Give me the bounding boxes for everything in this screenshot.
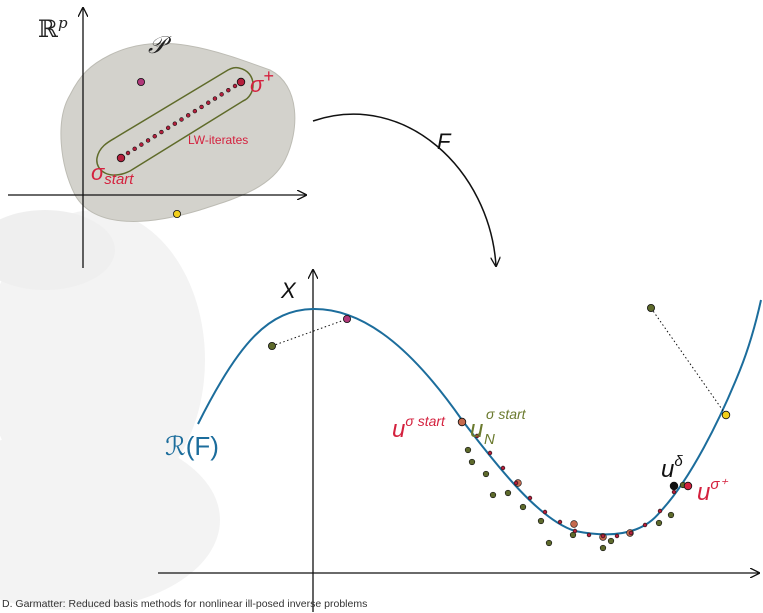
curve-iterate-dot [671,489,677,495]
u-delta-point [669,481,679,491]
u-start-label: uσ start [392,413,446,443]
lw-iterate-dot [179,117,184,122]
curve-iterate-dot [657,508,663,514]
lw-iterate-dot [139,142,144,147]
lw-iterate-dot [152,134,157,139]
olive-point [607,537,615,545]
olive-point [667,511,675,519]
olive-point [655,519,663,527]
lw-iterate-dot [192,108,198,114]
curve-iterate-dot [542,509,548,515]
range-curve [197,299,762,536]
lw-iterates-label: LW-iterates [188,133,248,147]
lw-iterates-dots [125,83,238,156]
sigma-plus-point [236,77,246,87]
lw-iterate-dot [199,104,204,110]
lw-iterate-dot [145,138,151,143]
orange-point [570,520,578,528]
curve-iterate-dot [572,528,578,534]
olive-point [537,517,545,525]
right-olive-point [647,303,656,312]
watermark-portrait [0,210,220,610]
lw-iterate-dot [212,96,218,101]
magenta-image-point [342,314,351,323]
curve-iterate-dot [474,433,480,439]
yellow-parameter-point [172,209,181,218]
curve-iterate-dot [527,495,533,501]
olive-point [464,446,472,454]
olive-point [489,491,497,499]
lw-iterate-dot [159,129,164,135]
lw-iterate-dot [172,121,178,126]
curve-iterate-dot [487,450,493,456]
lw-iterate-dot [125,150,131,156]
u-n-label: u [470,416,483,443]
curve-iterate-dots [474,433,677,539]
olive-point [519,503,527,511]
sigma-plus-label: σ+ [250,66,274,97]
lw-iterates-hull [96,66,254,176]
projection-line-right [650,307,727,416]
parameter-region [60,42,296,222]
olive-point [504,489,512,497]
olive-points [464,446,687,552]
olive-point [545,539,553,547]
curve-iterate-dot [500,465,506,471]
olive-point [468,458,476,466]
sigma-start-point [116,153,126,163]
olive-point [482,470,490,478]
projection-line-left [271,318,348,347]
footer-citation: D. Garmatter: Reduced basis methods for … [2,598,368,610]
curve-iterate-dot [600,533,606,539]
lw-iterate-dot [165,125,171,131]
olive-point [599,544,607,552]
lw-iterate-dot [132,146,137,152]
left-olive-point [267,341,276,350]
range-label: ℛ(F) [165,431,219,461]
yellow-image-point [721,410,731,420]
curve-iterate-dot [628,530,634,536]
magenta-parameter-point [136,78,145,87]
u-plus-label: uσ⁺ [697,476,728,506]
u-n-sub: N [484,431,495,448]
curve-iterate-dot [642,522,648,528]
lw-iterate-dot [226,87,231,93]
curve-iterate-dot [614,533,620,539]
space-label-rp: ℝp [38,14,68,43]
lw-iterate-dot [185,113,191,118]
u-start-point [457,417,467,427]
map-arrow-f [312,113,496,266]
lw-iterate-dot [232,83,238,89]
space-label-x: X [280,278,297,303]
sigma-start-label: σstart [91,160,134,188]
u-plus-point [683,481,693,491]
curve-iterate-dot [586,532,592,538]
map-label-f: F [437,129,452,154]
u-delta-label: uδ [661,453,683,483]
curve-iterate-dot [513,480,519,486]
curve-iterate-dot [557,519,563,525]
lw-iterate-dot [219,92,224,97]
u-n-sup: σ start [486,406,527,422]
lw-iterate-dot [206,100,211,105]
olive-point [569,531,577,539]
